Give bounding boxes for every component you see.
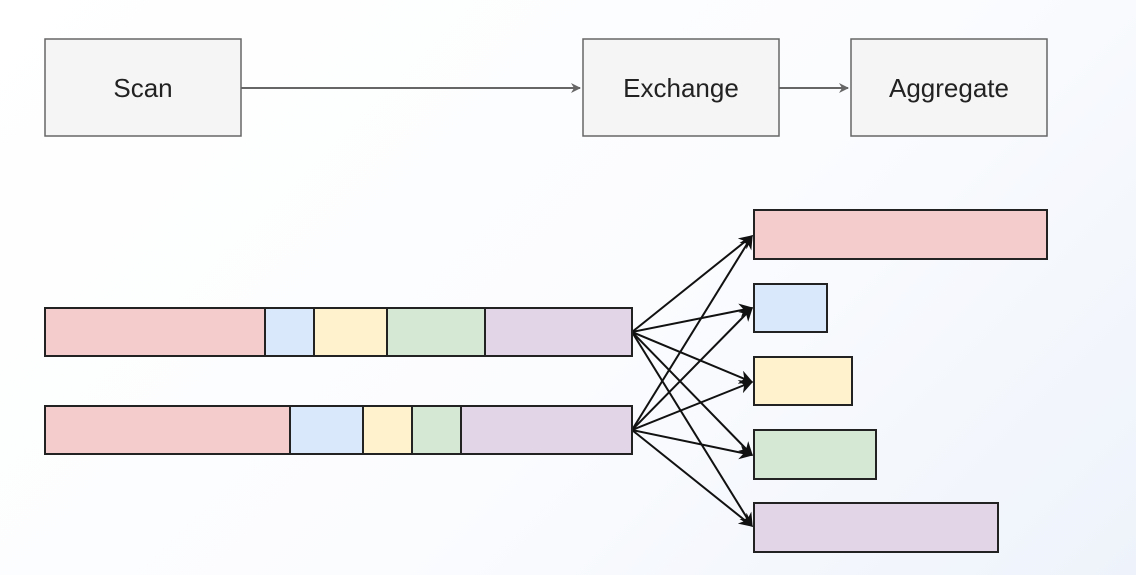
exchange-node: Exchange xyxy=(582,38,780,137)
output-partition-green xyxy=(753,429,877,480)
batch2-segment-green xyxy=(411,405,462,455)
batch2-segment-yellow xyxy=(362,405,413,455)
batch1-segment-yellow xyxy=(313,307,388,357)
scan-label: Scan xyxy=(113,73,172,103)
arrow-row1-to-purple xyxy=(631,331,753,528)
shuffle-arrows xyxy=(631,234,754,528)
scan-box xyxy=(44,38,242,137)
batch2-segment-red xyxy=(44,405,291,455)
batch1-segment-blue xyxy=(264,307,315,357)
arrow-row1-to-blue xyxy=(631,303,754,333)
arrow-row2-to-yellow xyxy=(631,380,754,431)
aggregate-label: Aggregate xyxy=(889,73,1009,103)
arrow-row2-to-purple xyxy=(631,429,754,527)
input-batch-2 xyxy=(44,405,633,455)
exchange-label: Exchange xyxy=(623,73,739,103)
batch1-segment-purple xyxy=(484,307,633,357)
output-partition-blue xyxy=(753,283,828,333)
batch2-segment-purple xyxy=(460,405,633,455)
batch1-segment-red xyxy=(44,307,266,357)
arrow-row1-to-yellow xyxy=(631,331,754,384)
input-batch-1 xyxy=(44,307,633,357)
arrow-row1-to-green xyxy=(631,331,753,457)
arrow-row2-to-green xyxy=(631,429,754,460)
batch2-segment-blue xyxy=(289,405,364,455)
exchange-box xyxy=(582,38,780,137)
batch1-segment-green xyxy=(386,307,486,357)
output-partition-red xyxy=(753,209,1048,260)
arrow-row2-to-blue xyxy=(631,307,753,431)
arrow-row1-to-red xyxy=(631,235,754,333)
scan-node: Scan xyxy=(44,38,242,137)
output-partition-purple xyxy=(753,502,999,553)
arrow-row2-to-red xyxy=(631,234,753,431)
aggregate-box xyxy=(850,38,1048,137)
output-partitions xyxy=(753,209,1048,553)
output-partition-yellow xyxy=(753,356,853,406)
aggregate-node: Aggregate xyxy=(850,38,1048,137)
